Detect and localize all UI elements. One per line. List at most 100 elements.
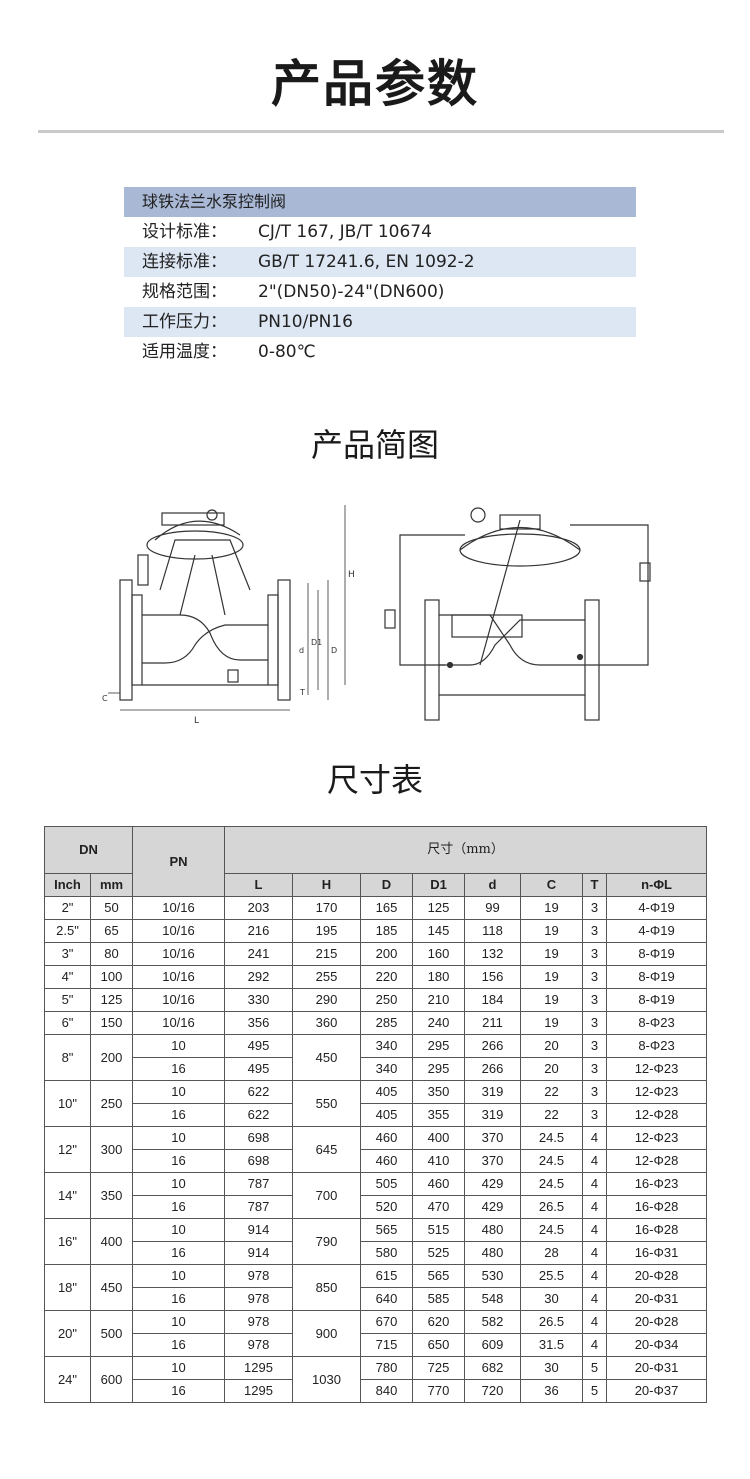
- cell-inch: 18": [44, 1264, 91, 1311]
- cell-D1: 350: [412, 1080, 465, 1104]
- cell-nL: 20-Φ31: [605, 1287, 708, 1311]
- cell-mm: 600: [90, 1356, 133, 1403]
- cell-d: 480: [464, 1218, 521, 1242]
- dim-label-D: D: [331, 646, 337, 655]
- cell-T: 5: [582, 1356, 607, 1380]
- cell-mm: 250: [90, 1080, 133, 1127]
- cell-T: 4: [582, 1287, 607, 1311]
- cell-T: 3: [582, 1080, 607, 1104]
- spec-table: 球铁法兰水泵控制阀 设计标准： CJ/T 167, JB/T 10674 连接标…: [124, 187, 636, 367]
- cell-C: 19: [520, 896, 583, 920]
- cell-C: 19: [520, 965, 583, 989]
- cell-D: 520: [360, 1195, 413, 1219]
- spec-value: PN10/PN16: [258, 312, 353, 332]
- cell-H: 450: [292, 1034, 361, 1081]
- cell-C: 24.5: [520, 1149, 583, 1173]
- cell-D: 670: [360, 1310, 413, 1334]
- cell-L: 978: [224, 1333, 293, 1357]
- cell-T: 3: [582, 919, 607, 943]
- cell-L: 978: [224, 1264, 293, 1288]
- page-title: 产品参数: [271, 55, 479, 113]
- cell-L: 356: [224, 1011, 293, 1035]
- cell-nL: 8-Φ19: [605, 965, 708, 989]
- cell-D1: 295: [412, 1057, 465, 1081]
- cell-inch: 2.5": [44, 919, 91, 943]
- cell-H: 1030: [292, 1356, 361, 1403]
- cell-H: 215: [292, 942, 361, 966]
- cell-C: 26.5: [520, 1310, 583, 1334]
- cell-L: 787: [224, 1195, 293, 1219]
- header-C: C: [520, 873, 583, 897]
- cell-nL: 8-Φ19: [605, 988, 708, 1012]
- cell-C: 26.5: [520, 1195, 583, 1219]
- cell-L: 1295: [224, 1379, 293, 1403]
- cell-inch: 4": [44, 965, 91, 989]
- header-H: H: [292, 873, 361, 897]
- dim-label-d: d: [299, 646, 304, 655]
- cell-D1: 585: [412, 1287, 465, 1311]
- cell-D: 250: [360, 988, 413, 1012]
- cell-inch: 20": [44, 1310, 91, 1357]
- cell-D: 780: [360, 1356, 413, 1380]
- cell-T: 3: [582, 965, 607, 989]
- cell-inch: 10": [44, 1080, 91, 1127]
- cell-T: 3: [582, 1034, 607, 1058]
- cell-L: 787: [224, 1172, 293, 1196]
- cell-inch: 6": [44, 1011, 91, 1035]
- cell-L: 495: [224, 1057, 293, 1081]
- header-D: D: [360, 873, 413, 897]
- cell-D: 285: [360, 1011, 413, 1035]
- cell-d: 132: [464, 942, 521, 966]
- cell-D1: 410: [412, 1149, 465, 1173]
- cell-D1: 145: [412, 919, 465, 943]
- valve-drawing: L H d D1 D C T: [102, 505, 651, 725]
- cell-C: 19: [520, 988, 583, 1012]
- cell-D1: 460: [412, 1172, 465, 1196]
- cell-mm: 80: [90, 942, 133, 966]
- cell-L: 330: [224, 988, 293, 1012]
- dim-label-D1: D1: [311, 638, 322, 647]
- cell-nL: 20-Φ28: [605, 1264, 708, 1288]
- cell-inch: 14": [44, 1172, 91, 1219]
- cell-nL: 4-Φ19: [605, 896, 708, 920]
- cell-mm: 125: [90, 988, 133, 1012]
- cell-D: 185: [360, 919, 413, 943]
- cell-D1: 240: [412, 1011, 465, 1035]
- title-divider: [38, 130, 724, 133]
- cell-D: 460: [360, 1126, 413, 1150]
- dim-label-L: L: [194, 716, 199, 725]
- cell-pn: 16: [132, 1103, 225, 1127]
- cell-T: 4: [582, 1172, 607, 1196]
- cell-D1: 180: [412, 965, 465, 989]
- cell-d: 319: [464, 1080, 521, 1104]
- header-T: T: [582, 873, 607, 897]
- cell-nL: 20-Φ37: [605, 1379, 708, 1403]
- cell-nL: 20-Φ28: [605, 1310, 708, 1334]
- cell-nL: 12-Φ28: [605, 1103, 708, 1127]
- cell-d: 429: [464, 1172, 521, 1196]
- cell-C: 19: [520, 919, 583, 943]
- cell-D1: 295: [412, 1034, 465, 1058]
- cell-d: 319: [464, 1103, 521, 1127]
- header-inch: Inch: [44, 873, 91, 897]
- cell-C: 25.5: [520, 1264, 583, 1288]
- spec-row-standard: 设计标准： CJ/T 167, JB/T 10674: [124, 217, 636, 247]
- spec-row-temperature: 适用温度： 0-80℃: [124, 337, 636, 367]
- cell-D: 615: [360, 1264, 413, 1288]
- header-pn: PN: [132, 826, 225, 897]
- cell-d: 720: [464, 1379, 521, 1403]
- cell-L: 203: [224, 896, 293, 920]
- cell-T: 3: [582, 942, 607, 966]
- cell-pn: 10/16: [132, 919, 225, 943]
- cell-nL: 12-Φ28: [605, 1149, 708, 1173]
- cell-L: 292: [224, 965, 293, 989]
- cell-H: 290: [292, 988, 361, 1012]
- cell-C: 24.5: [520, 1126, 583, 1150]
